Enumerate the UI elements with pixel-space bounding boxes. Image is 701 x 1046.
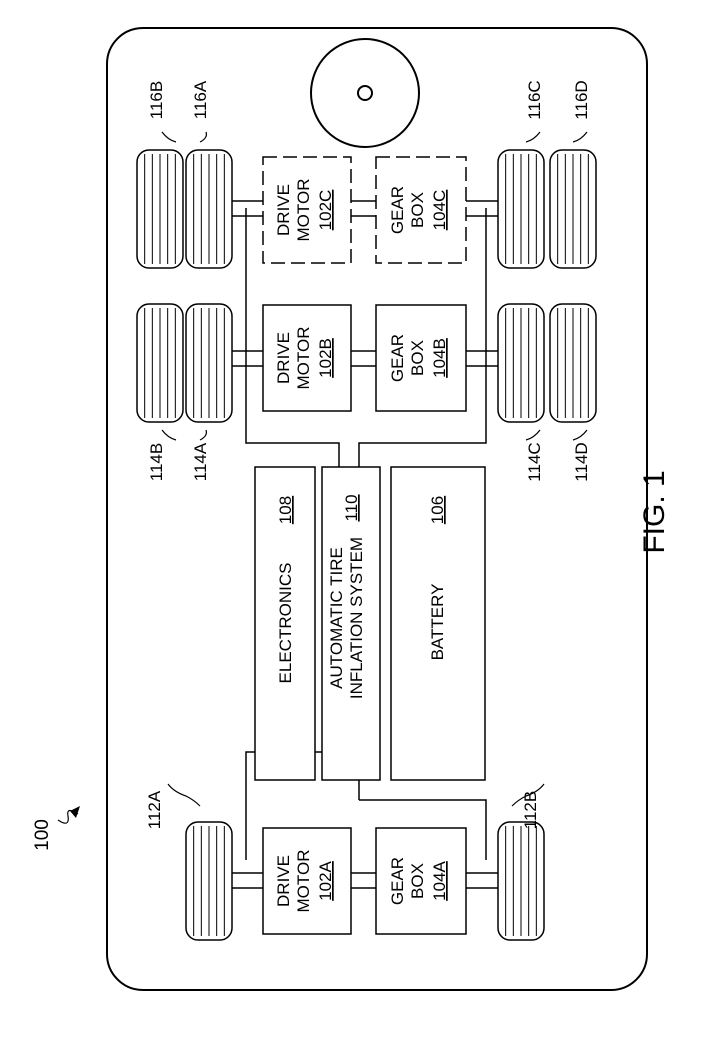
tire-114d (549, 303, 597, 423)
gear-b-line2: BOX (408, 340, 427, 376)
motor-b-line2: MOTOR (294, 327, 313, 390)
inflation-line1: AUTOMATIC TIRE (327, 547, 346, 689)
electronics-ref: 108 (276, 496, 295, 524)
motor-b-ref: 102B (316, 338, 335, 378)
drive-motor-102a (262, 827, 352, 935)
battery-ref: 106 (428, 496, 447, 524)
drive-motor-102c (262, 156, 352, 264)
gear-c-ref: 104C (430, 190, 449, 231)
gear-box-104b (375, 304, 467, 412)
gear-b-ref: 104B (430, 338, 449, 378)
gear-box-104a (375, 827, 467, 935)
tire-112a (185, 821, 233, 941)
spare-wheel (310, 38, 420, 148)
tire-114a (185, 303, 233, 423)
inflation-line2: INFLATION SYSTEM (347, 537, 366, 699)
vehicle-chassis (106, 27, 648, 991)
gear-a-ref: 104A (430, 860, 449, 900)
tire-114b (136, 303, 184, 423)
inflation-ref: 110 (342, 494, 361, 521)
motor-a-ref: 102A (316, 860, 335, 900)
ref-116a: 116A (191, 80, 210, 119)
ref-112b: 112B (521, 791, 540, 829)
gear-a-line1: GEAR (388, 857, 407, 905)
gear-a-line2: BOX (408, 863, 427, 899)
ref-114c: 114C (525, 442, 544, 481)
figure-caption: FIG. 1 (638, 470, 671, 553)
electronics-block (254, 466, 316, 781)
motor-c-ref: 102C (316, 190, 335, 231)
tire-116a (185, 149, 233, 269)
battery-label: BATTERY (428, 584, 447, 661)
motor-b-line1: DRIVE (274, 332, 293, 384)
tire-116d (549, 149, 597, 269)
gear-c-line1: GEAR (388, 186, 407, 234)
motor-a-line1: DRIVE (274, 855, 293, 907)
leader-lines (57, 131, 588, 824)
inflation-system-block (321, 466, 381, 781)
ref-114b: 114B (147, 443, 166, 481)
motor-a-line2: MOTOR (294, 850, 313, 913)
ref-112a: 112A (145, 790, 164, 829)
motor-c-line2: MOTOR (294, 179, 313, 242)
ref-114a: 114A (191, 442, 210, 481)
electronics-label: ELECTRONICS (276, 563, 295, 684)
ref-116d: 116D (572, 80, 591, 119)
tire-group (136, 149, 597, 941)
ref-100-arrowhead (70, 806, 80, 818)
ref-116c: 116C (525, 80, 544, 119)
ref-100: 100 (32, 819, 53, 851)
battery-block (390, 466, 486, 781)
gear-box-104c (375, 156, 467, 264)
tire-112b (497, 821, 545, 941)
gear-c-line2: BOX (408, 192, 427, 228)
tire-116b (136, 149, 184, 269)
motor-c-line1: DRIVE (274, 184, 293, 236)
tire-114c (497, 303, 545, 423)
tire-116c (497, 149, 545, 269)
ref-114d: 114D (572, 442, 591, 481)
ref-116b: 116B (147, 81, 166, 119)
gear-b-line1: GEAR (388, 334, 407, 382)
drive-motor-102b (262, 304, 352, 412)
